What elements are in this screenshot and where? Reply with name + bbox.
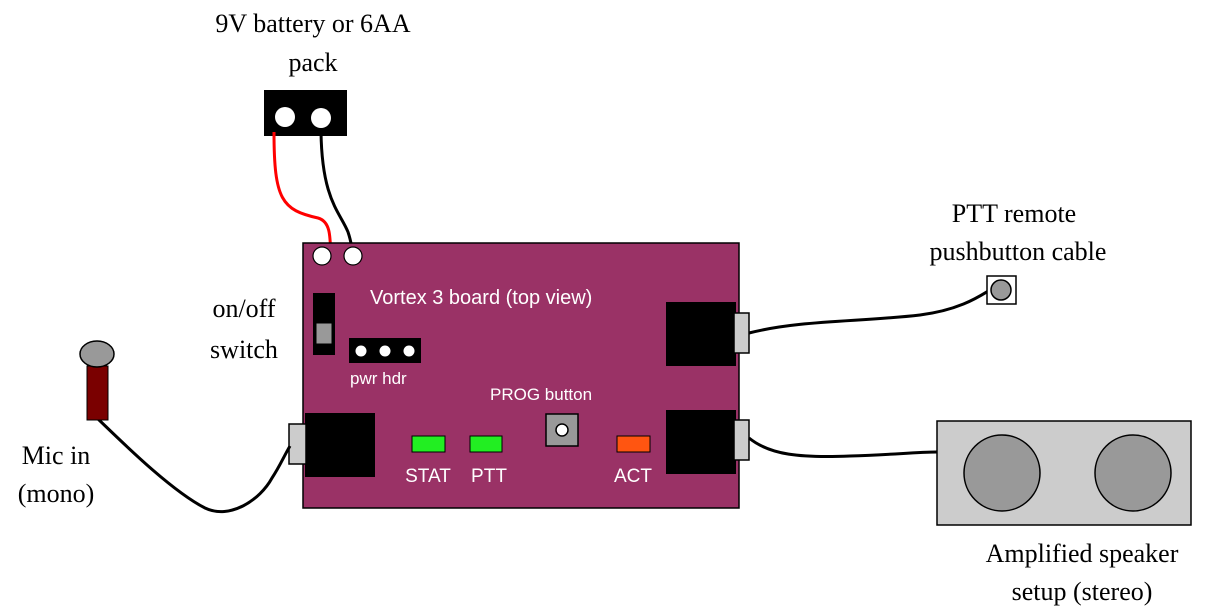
amplified-speaker [936, 420, 1192, 526]
ptt-jack [666, 302, 750, 366]
microphone [79, 340, 115, 421]
board-title: Vortex 3 board (top view) [370, 287, 592, 309]
act-label: ACT [614, 466, 652, 487]
red-wire [272, 131, 333, 264]
switch-label-line2: switch [210, 335, 278, 364]
prog-button-cap [555, 423, 569, 437]
speaker-cone-left [963, 434, 1041, 512]
ptt-remote-button [986, 275, 1017, 305]
header-pin-2 [379, 345, 391, 357]
speaker-cable [748, 436, 938, 459]
mic-cable [95, 416, 292, 514]
ptt-remote-cap [990, 279, 1012, 301]
stat-label: STAT [405, 466, 451, 487]
stat-led [411, 435, 446, 453]
act-led [616, 435, 651, 453]
prog-button[interactable] [545, 413, 579, 447]
battery-terminal-negative [311, 108, 331, 128]
power-header [349, 338, 421, 363]
ptt-jack-plug [733, 312, 750, 354]
onoff-switch[interactable] [313, 293, 335, 355]
mic-label-line1: Mic in [22, 441, 91, 470]
ptt-jack-body [666, 302, 736, 366]
prog-button-label: PROG button [490, 385, 592, 404]
power-hole-1 [312, 246, 332, 266]
battery-label-line1: 9V battery or 6AA [215, 9, 410, 38]
speaker-jack-body [666, 410, 736, 474]
speaker-jack-plug [733, 419, 750, 461]
ptt-led-label: PTT [471, 466, 507, 487]
pwr-hdr-label: pwr hdr [350, 369, 407, 388]
switch-lever [315, 322, 333, 345]
mic-head [79, 340, 115, 368]
battery-terminal-positive [275, 107, 295, 127]
speaker-cone-right [1094, 434, 1172, 512]
speaker-label-line2: setup (stereo) [1012, 577, 1153, 606]
ptt-cable [748, 288, 991, 335]
speaker-jack [666, 410, 750, 474]
speaker-label-line1: Amplified speaker [986, 539, 1179, 568]
header-pin-3 [403, 345, 415, 357]
battery-connector [264, 90, 347, 136]
battery-label-line2: pack [288, 48, 337, 77]
mic-handle [86, 365, 109, 421]
mic-jack-body [305, 413, 375, 477]
ptt-remote-label-line2: pushbutton cable [930, 237, 1107, 266]
header-pin-1 [355, 345, 367, 357]
ptt-remote-label-line1: PTT remote [952, 199, 1076, 228]
power-hole-2 [343, 246, 363, 266]
ptt-led [469, 435, 503, 453]
switch-label-line1: on/off [212, 294, 275, 323]
mic-label-line2: (mono) [18, 479, 95, 508]
mic-jack-plug [288, 423, 307, 465]
mic-jack [288, 413, 375, 477]
